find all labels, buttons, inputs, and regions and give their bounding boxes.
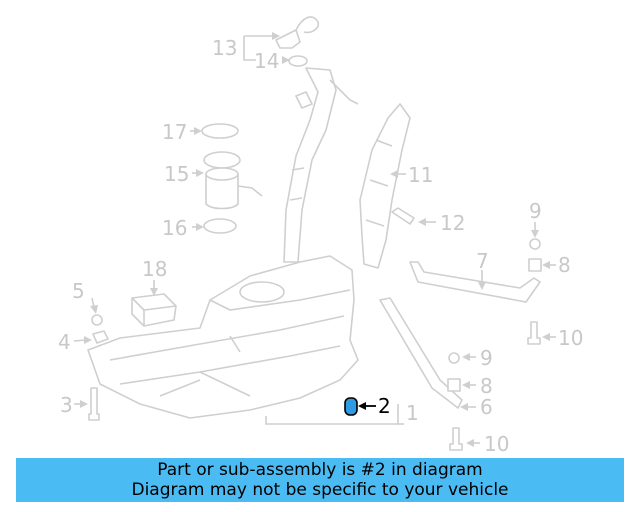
callout-5: 5 [72,279,85,303]
parts-diagram: 13 14 17 15 16 18 11 12 9 7 8 10 5 4 9 8… [58,16,583,456]
callout-4: 4 [58,330,71,354]
nut-9-upper-part [529,238,541,250]
callout-8-upper: 8 [558,253,571,277]
callout-3: 3 [60,393,73,417]
callout-18: 18 [142,257,167,281]
bumper-4-part [92,330,109,344]
heat-shield-part [359,103,411,269]
callout-17: 17 [162,120,187,144]
leader-lines [73,32,556,447]
bushing-8-upper-part [528,258,542,272]
fuel-cap-part [275,16,320,49]
fuel-tank-part [87,255,359,419]
callout-10-upper: 10 [558,326,583,350]
callout-11: 11 [408,163,433,187]
callout-15: 15 [164,162,189,186]
callout-9-lower: 9 [480,346,493,370]
callout-6: 6 [480,395,493,419]
bushing-8-lower-part [447,378,461,392]
callout-10-lower: 10 [484,432,509,456]
banner-line-part: Part or sub-assembly is #2 in diagram [157,460,483,480]
filler-neck-part [283,67,359,263]
strap-6-part [379,297,463,409]
control-module-part [131,293,177,327]
bolt-10-lower-part [449,427,463,451]
bolt-10-upper-part [527,321,541,345]
callout-14: 14 [254,49,279,73]
strap-7-part [409,261,541,303]
pump-seal-part [203,218,237,234]
nut-9-lower-part [448,352,460,364]
bolt-3-part [88,387,100,421]
banner-line-disclaimer: Diagram may not be specific to your vehi… [131,480,509,500]
clip-5-part [91,314,103,326]
callout-1: 1 [406,401,419,425]
callout-2: 2 [378,394,391,418]
callout-7: 7 [476,249,489,273]
lock-ring-part [201,123,239,139]
cap-seal-part [288,55,308,67]
callout-13: 13 [212,36,237,60]
highlighted-part-2 [344,397,376,416]
info-banner: Part or sub-assembly is #2 in diagram Di… [16,458,624,502]
bolt-12-part [391,207,415,225]
callout-16: 16 [162,216,187,240]
fuel-pump-part [203,151,263,210]
callout-9-upper: 9 [529,199,542,223]
callout-12: 12 [440,211,465,235]
callout-8-lower: 8 [480,374,493,398]
